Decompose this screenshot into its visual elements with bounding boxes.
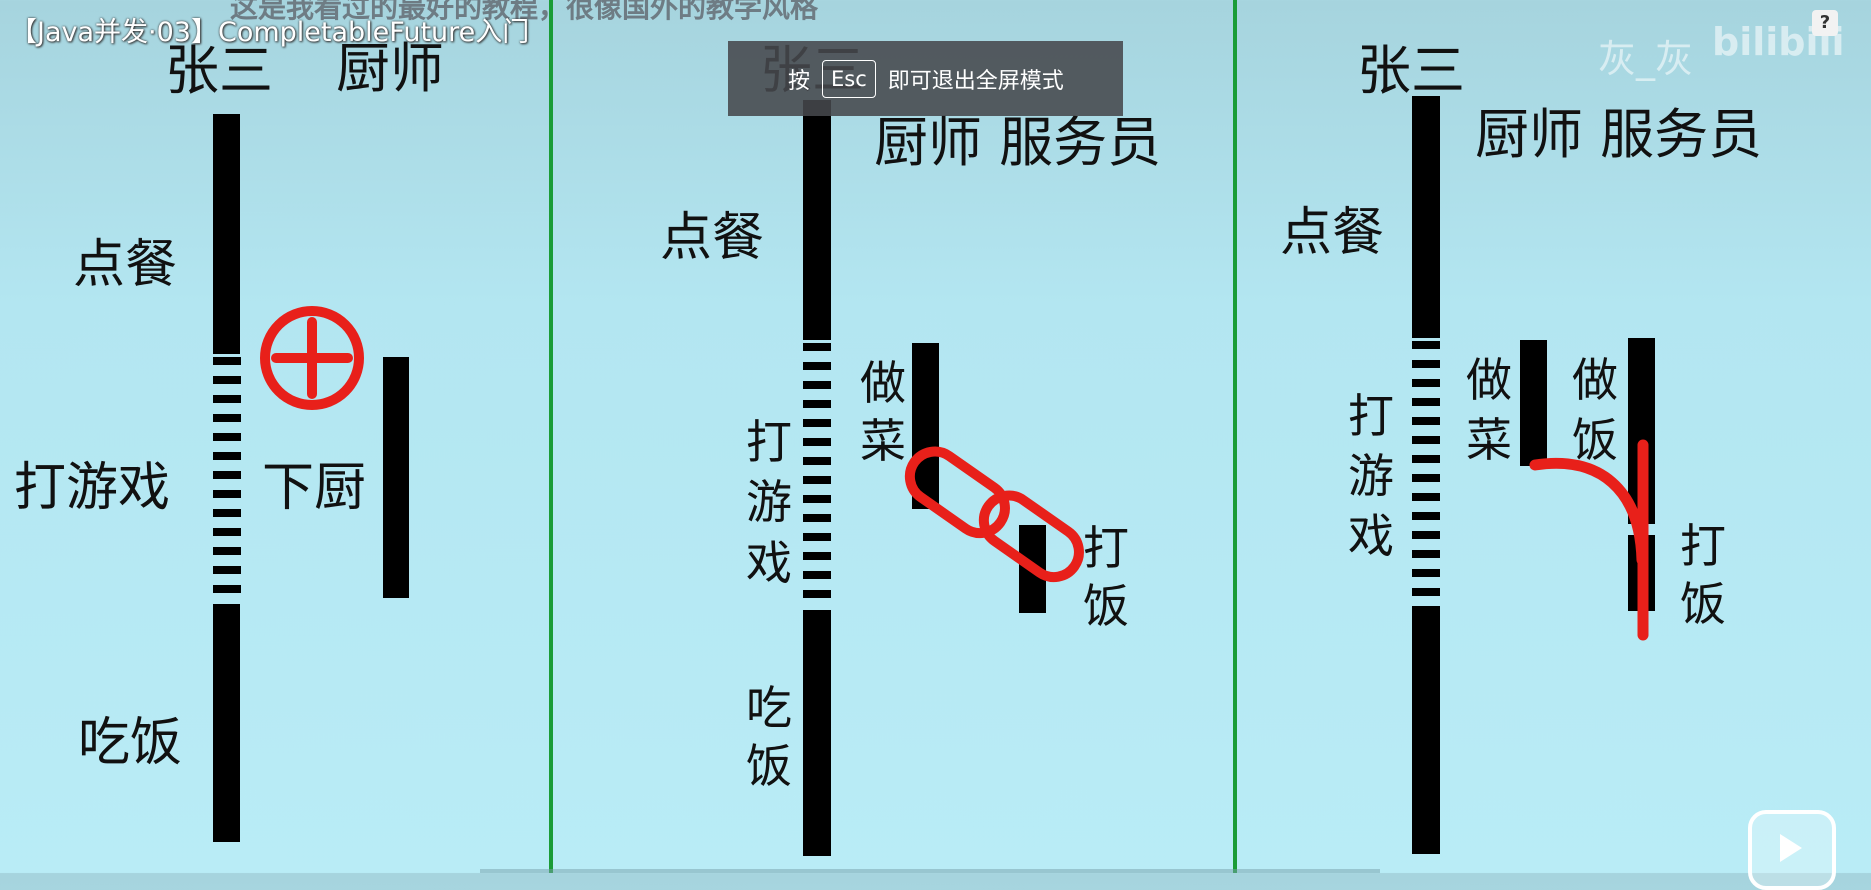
fullscreen-exit-toast: 按 Esc 即可退出全屏模式 (728, 41, 1123, 116)
label-eat: 吃饭 (78, 713, 183, 773)
timeline-dash (213, 452, 241, 460)
toast-suffix: 即可退出全屏模式 (887, 68, 1064, 94)
timeline-dash (1412, 569, 1440, 577)
timeline-dash (803, 476, 831, 484)
label-play-1: 打 (1348, 389, 1394, 443)
top-caption: 这是我看过的最好的教程，很像国外的教学风格 (230, 0, 819, 24)
timeline-dash (1412, 341, 1440, 349)
label-serve-1: 打 (1680, 519, 1726, 573)
timeline-dash (213, 528, 241, 536)
timeline-dash (803, 381, 831, 389)
panel-divider-1 (549, 0, 553, 873)
timeline-dash (213, 433, 241, 441)
label-serve-2: 饭 (1083, 579, 1129, 633)
timeline-dash (803, 400, 831, 408)
timeline-dash (803, 514, 831, 522)
timeline-dash (213, 566, 241, 574)
timeline-bar-person-bottom (1412, 606, 1440, 854)
label-cook-rice-2: 饭 (1572, 413, 1618, 467)
timeline-dash (1412, 512, 1440, 520)
label-serve-1: 打 (1083, 521, 1129, 575)
timeline-dash (1412, 474, 1440, 482)
panel-divider-2 (1233, 0, 1237, 873)
label-play-3: 戏 (1348, 509, 1394, 563)
play-icon (1780, 834, 1802, 862)
timeline-dash (213, 395, 241, 403)
timeline-dash (803, 533, 831, 541)
video-progress-bar[interactable] (480, 869, 1380, 873)
timeline-dash (803, 457, 831, 465)
timeline-dash (803, 362, 831, 370)
label-person: 张三 (165, 39, 273, 102)
timeline-dash (213, 547, 241, 555)
merge-curve-icon (1529, 439, 1649, 641)
timeline-dash (213, 357, 241, 365)
timeline-dash (1412, 379, 1440, 387)
chain-link-icon (904, 446, 1084, 583)
timeline-bar-chef (912, 343, 939, 509)
timeline-dash (1412, 398, 1440, 406)
label-play-1: 打 (746, 415, 792, 469)
timeline-dash (803, 552, 831, 560)
label-cook-1: 做 (1466, 353, 1512, 407)
bilibili-tv-icon[interactable] (1748, 810, 1836, 890)
timeline-dash (803, 495, 831, 503)
timeline-bar-person-top (213, 114, 240, 354)
help-button[interactable]: ? (1812, 10, 1838, 36)
timeline-dash (1412, 588, 1440, 596)
timeline-dash (213, 376, 241, 384)
label-eat-2: 饭 (746, 739, 792, 793)
esc-key-badge: Esc (822, 59, 876, 98)
timeline-dash (213, 471, 241, 479)
timeline-bar-person-top (1412, 96, 1440, 338)
label-order: 点餐 (660, 208, 765, 268)
toast-prefix: 按 (788, 68, 811, 94)
timeline-dash (213, 490, 241, 498)
label-cook-2: 菜 (1466, 413, 1512, 467)
timeline-bar-person-bottom (803, 610, 831, 856)
uploader-watermark: 灰_灰 (1598, 37, 1694, 81)
label-serve-2: 饭 (1680, 577, 1726, 631)
label-cook-2: 菜 (860, 414, 906, 468)
timeline-dash (803, 343, 831, 351)
timeline-dash (1412, 455, 1440, 463)
label-cook: 下厨 (262, 458, 367, 518)
timeline-dash (803, 419, 831, 427)
timeline-dash (1412, 436, 1440, 444)
timeline-dash (1412, 360, 1440, 368)
timeline-dash (1412, 417, 1440, 425)
label-cook-1: 做 (860, 356, 906, 410)
timeline-bar-person-top (803, 100, 831, 340)
timeline-dash (1412, 493, 1440, 501)
label-cook-rice-1: 做 (1572, 353, 1618, 407)
label-chef-waiter: 厨师 服务员 (874, 111, 1162, 174)
timeline-dash (1412, 531, 1440, 539)
label-order: 点餐 (73, 235, 178, 295)
label-play-2: 游 (1348, 449, 1394, 503)
timeline-dash (1412, 550, 1440, 558)
label-play-3: 戏 (746, 536, 792, 590)
label-person: 张三 (1357, 39, 1465, 102)
label-chef-waiter: 厨师 服务员 (1475, 103, 1763, 166)
timeline-dash (213, 585, 241, 593)
label-order: 点餐 (1280, 203, 1385, 263)
label-eat-1: 吃 (746, 681, 792, 735)
timeline-bar-person-bottom (213, 604, 240, 842)
timeline-bar-chef (383, 357, 409, 598)
timeline-dash (803, 590, 831, 598)
label-play: 打游戏 (14, 458, 171, 518)
label-chef: 厨师 (336, 37, 444, 100)
timeline-bar-chef (1520, 340, 1547, 466)
timeline-dash (213, 414, 241, 422)
timeline-dash (803, 571, 831, 579)
video-title: 【Java并发·03】CompletableFuture入门 (10, 17, 530, 48)
timeline-dash (803, 438, 831, 446)
plus-circle-icon (260, 306, 364, 410)
label-play-2: 游 (746, 475, 792, 529)
timeline-dash (213, 509, 241, 517)
